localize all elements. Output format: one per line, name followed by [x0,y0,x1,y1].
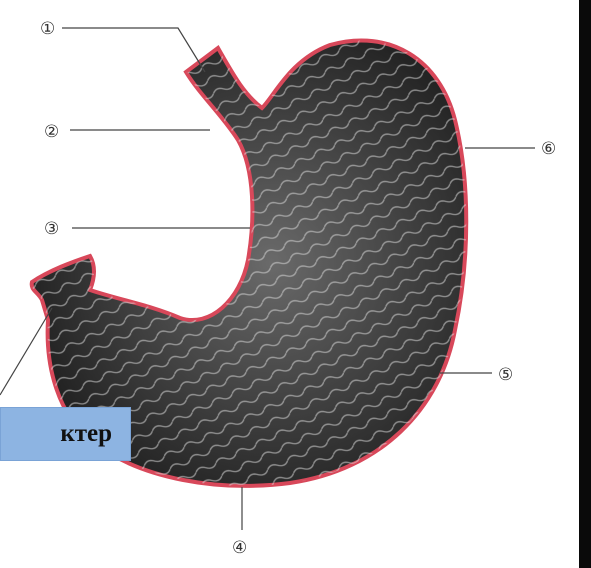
marker-6: ⑥ [541,139,556,159]
marker-2: ② [44,122,59,142]
callout-label: ктер [60,420,112,448]
callout-label-box: ктер [0,407,131,461]
marker-1: ① [40,19,55,39]
marker-3: ③ [44,219,59,239]
right-edge-bar [579,0,591,568]
marker-4: ④ [232,538,247,558]
marker-5: ⑤ [498,365,513,385]
